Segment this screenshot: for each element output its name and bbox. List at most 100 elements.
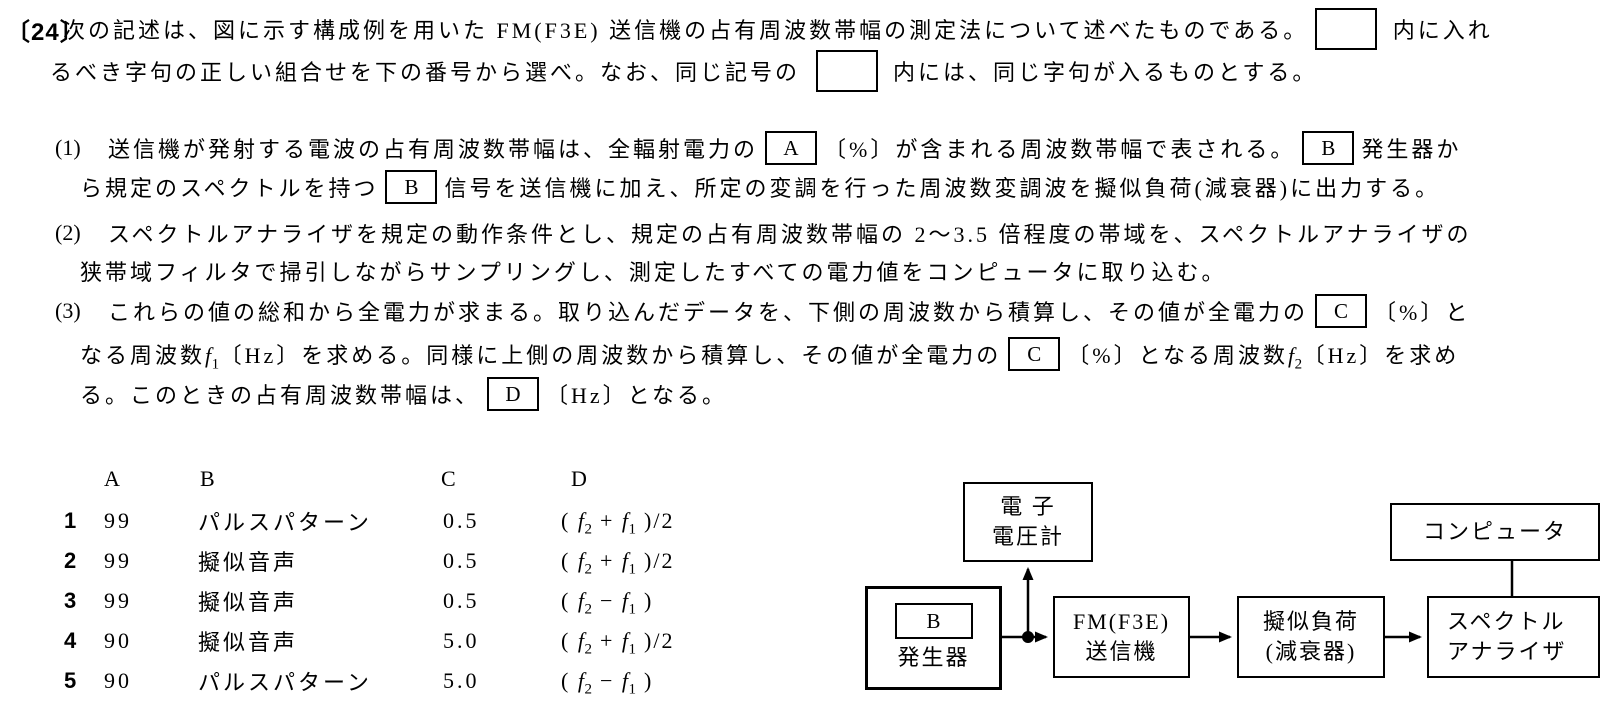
frequency-variable-f2: f2 [1287, 343, 1303, 373]
item-2-line-1: スペクトルアナライザを規定の動作条件とし、規定の占有周波数帯幅の 2～3.5 倍… [108, 211, 1472, 255]
frequency-variable-f1: f1 [621, 668, 637, 698]
frequency-variable-f2: f2 [577, 668, 593, 698]
text-run: 信号を送信機に加え、所定の変調を行った周波数変調波を擬似負荷(減衰器)に出力する… [444, 176, 1441, 201]
cell-A: 99 [104, 548, 132, 573]
frequency-variable-f2: f2 [577, 548, 593, 578]
junction-dot [1022, 631, 1034, 643]
blank-box-empty [1315, 8, 1378, 50]
item-2-line-2: 狭帯域フィルタで掃引しながらサンプリングし、測定したすべての電力値をコンピュータ… [80, 249, 1226, 293]
blank-box-C: C [1315, 294, 1368, 328]
cell-A: 90 [104, 628, 132, 653]
blank-box-empty [815, 50, 878, 92]
blank-box-B: B [385, 170, 438, 204]
item-3-line-1: これらの値の総和から全電力が求まる。取り込んだデータを、下側の周波数から積算し、… [108, 289, 1470, 333]
text-run: 発生器か [1361, 137, 1462, 162]
frequency-variable-f1: f1 [621, 628, 637, 658]
intro-line-1: 次の記述は、図に示す構成例を用いた FM(F3E) 送信機の占有周波数帯幅の測定… [63, 7, 1493, 51]
voltmeter-label-line2: 電圧計 [991, 524, 1064, 549]
generator-box: B 発生器 [865, 586, 1002, 690]
cell-option-number: 3 [64, 588, 77, 613]
frequency-variable-f1: f1 [621, 508, 637, 538]
frequency-variable-f2: f2 [577, 628, 593, 658]
item-3-line-3: る。このときの占有周波数帯幅は、D〔Hz〕となる。 [80, 372, 727, 416]
intro-line-2: るべき字句の正しい組合せを下の番号から選べ。なお、同じ記号の 内には、同じ字句が… [50, 49, 1317, 93]
item-3-label: (3) [55, 298, 81, 323]
dummy-load-label-line1: 擬似負荷 [1262, 609, 1359, 635]
dummy-load-box: 擬似負荷 (減衰器) [1237, 596, 1385, 678]
spectrum-analyzer-box: スペクトル アナライザ [1427, 596, 1600, 678]
cell-C: 0.5 [443, 548, 480, 573]
table-header-A: A [104, 466, 123, 491]
generator-blank-box-B: B [894, 603, 973, 640]
text-run: ら規定のスペクトルを持つ [80, 176, 379, 201]
dummy-load-label-line2: (減衰器) [1265, 639, 1357, 664]
diagram-connectors [1002, 561, 1514, 643]
text-run: 内には、同じ字句が入るものとする。 [884, 60, 1318, 85]
cell-C: 0.5 [443, 508, 480, 533]
measurement-block-diagram: 電 子 電圧計 B 発生器 FM(F3E) 送信機 擬似負荷 (減衰器) スペク… [845, 455, 1603, 705]
blank-box-C: C [1008, 337, 1061, 371]
cell-D: ( f2 + f1 )/2 [561, 548, 675, 578]
text-run: なる周波数f1〔Hz〕を求める。同様に上側の周波数から積算し、その値が全電力の [80, 343, 1002, 373]
item-1-label: (1) [55, 135, 81, 160]
cell-A: 99 [104, 588, 132, 613]
cell-D: ( f2 − f1 ) [561, 588, 654, 618]
text-run: 〔%〕が含まれる周波数帯幅で表される。 [824, 137, 1296, 162]
blank-box-A: A [765, 131, 818, 165]
answer-row: 4 90 擬似音声 5.0 ( f2 + f1 )/2 [0, 621, 760, 661]
cell-option-number: 1 [64, 508, 77, 533]
cell-D: ( f2 + f1 )/2 [561, 628, 675, 658]
frequency-variable-f1: f1 [621, 588, 637, 618]
cell-B: 擬似音声 [198, 630, 299, 655]
text-run: る。このときの占有周波数帯幅は、 [80, 383, 481, 408]
text-run: 〔%〕と [1374, 300, 1471, 325]
table-header-B: B [200, 466, 218, 491]
answer-row: 3 99 擬似音声 0.5 ( f2 − f1 ) [0, 581, 760, 621]
item-2-label: (2) [55, 220, 81, 245]
transmitter-label-line1: FM(F3E) [1072, 609, 1171, 635]
cell-option-number: 4 [64, 628, 77, 653]
cell-C: 5.0 [443, 628, 480, 653]
frequency-variable-f1: f1 [205, 343, 220, 373]
text-run: 内に入れ [1384, 18, 1493, 43]
text-run: 送信機が発射する電波の占有周波数帯幅は、全輻射電力の [108, 137, 759, 162]
cell-D: ( f2 + f1 )/2 [561, 508, 675, 538]
text-run: これらの値の総和から全電力が求まる。取り込んだデータを、下側の周波数から積算し、… [108, 300, 1309, 325]
spectrum-analyzer-label-line2: アナライザ [1447, 639, 1567, 664]
cell-D: ( f2 − f1 ) [561, 668, 654, 698]
generator-label: 発生器 [897, 645, 970, 671]
cell-B: 擬似音声 [198, 550, 299, 575]
frequency-variable-f2: f2 [577, 588, 593, 618]
text-run: スペクトルアナライザを規定の動作条件とし、規定の占有周波数帯幅の 2～3.5 倍… [108, 222, 1472, 247]
blank-box-D: D [487, 377, 540, 411]
cell-B: 擬似音声 [198, 590, 299, 615]
cell-C: 0.5 [443, 588, 480, 613]
computer-box: コンピュータ [1390, 503, 1600, 561]
voltmeter-box: 電 子 電圧計 [963, 482, 1093, 562]
cell-A: 99 [104, 508, 132, 533]
computer-label: コンピュータ [1422, 519, 1567, 545]
cell-option-number: 5 [64, 668, 77, 693]
table-header-D: D [571, 466, 590, 491]
text-run: 〔%〕となる周波数f2〔Hz〕を求め [1067, 343, 1460, 373]
cell-B: パルスパターン [198, 670, 372, 695]
question-number: 〔24〕 [6, 18, 85, 46]
text-run: 〔Hz〕となる。 [546, 383, 728, 408]
cell-A: 90 [104, 668, 132, 693]
blank-box-B: B [1302, 131, 1355, 165]
answer-row: 2 99 擬似音声 0.5 ( f2 + f1 )/2 [0, 541, 760, 581]
transmitter-box: FM(F3E) 送信機 [1053, 596, 1190, 678]
frequency-variable-f1: f1 [621, 548, 637, 578]
text-run: 次の記述は、図に示す構成例を用いた FM(F3E) 送信機の占有周波数帯幅の測定… [63, 18, 1309, 43]
text-run: るべき字句の正しい組合せを下の番号から選べ。なお、同じ記号の [50, 60, 809, 85]
transmitter-label-line2: 送信機 [1085, 639, 1158, 664]
frequency-variable-f2: f2 [577, 508, 593, 538]
table-header-C: C [441, 466, 459, 491]
text-run: 狭帯域フィルタで掃引しながらサンプリングし、測定したすべての電力値をコンピュータ… [80, 260, 1227, 285]
cell-option-number: 2 [64, 548, 77, 573]
